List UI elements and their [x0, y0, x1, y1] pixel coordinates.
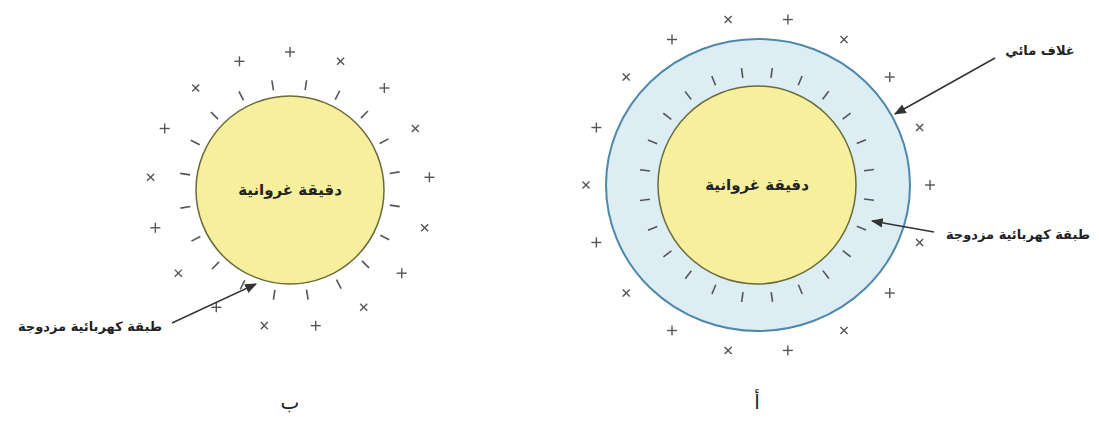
negative-charge — [648, 226, 657, 230]
positive-charge — [397, 268, 407, 278]
positive-charge — [418, 221, 432, 235]
water-shell — [606, 39, 910, 331]
negative-charge — [211, 112, 218, 119]
negative-charge — [361, 111, 368, 118]
positive-charge — [885, 72, 895, 82]
charges — [144, 12, 935, 357]
negative-charge — [640, 170, 650, 171]
positive-charge — [144, 170, 158, 184]
negative-charge — [798, 285, 802, 294]
positive-charge — [579, 178, 593, 192]
positive-charge — [150, 223, 160, 233]
positive-charge — [721, 12, 735, 26]
negative-charge — [239, 91, 244, 100]
negative-charge — [663, 251, 671, 257]
positive-charge — [591, 237, 601, 247]
positive-charge — [885, 288, 895, 298]
colloid-particle: دقيقة غروانية — [657, 85, 857, 285]
negative-charge — [857, 140, 866, 144]
positive-charge — [783, 15, 793, 25]
negative-charge — [180, 207, 190, 209]
negative-charge — [823, 91, 829, 99]
part-label: طبقة كهربائية مزدوجة — [946, 227, 1090, 242]
negative-charge — [272, 80, 274, 90]
positive-charge — [311, 321, 321, 331]
negative-charge — [191, 236, 200, 241]
part-label: غلاف مائي — [1005, 43, 1074, 58]
positive-charge — [913, 235, 927, 249]
negative-charge — [857, 226, 866, 230]
positive-charge — [721, 343, 735, 357]
negative-charge — [663, 113, 671, 119]
positive-charge — [379, 83, 389, 93]
negative-charge — [685, 91, 691, 99]
negative-charge — [742, 292, 743, 302]
figure-letter: أ — [754, 390, 760, 414]
negative-charge — [380, 235, 389, 239]
negative-charge — [240, 280, 244, 289]
positive-charge — [837, 323, 851, 337]
positive-charge — [160, 123, 170, 133]
positive-charge — [357, 300, 371, 314]
part-label: طبقة كهربائية مزدوجة — [18, 319, 162, 334]
positive-charge — [619, 70, 633, 84]
negative-charge — [843, 251, 851, 257]
positive-charge — [285, 47, 295, 57]
positive-charge — [171, 266, 185, 280]
positive-charge — [591, 123, 601, 133]
particle-label: دقيقة غروانية — [238, 181, 342, 199]
positive-charge — [234, 56, 244, 66]
positive-charge — [925, 180, 935, 190]
figure-letter: ب — [281, 390, 300, 414]
negative-charge — [305, 80, 306, 90]
negative-charge — [390, 205, 400, 206]
leader-line — [872, 221, 934, 232]
positive-charge — [189, 81, 203, 95]
positive-charge — [783, 345, 793, 355]
negative-charge — [273, 290, 274, 300]
positive-charge — [619, 286, 633, 300]
negative-charge — [180, 173, 190, 174]
negative-charge — [843, 113, 851, 119]
negative-charge — [685, 271, 691, 279]
leader-line — [172, 284, 256, 323]
positive-charge — [913, 120, 927, 134]
negative-charge — [771, 292, 772, 302]
negative-charge — [336, 280, 341, 289]
negative-charge — [362, 261, 369, 268]
negative-charge — [823, 271, 829, 279]
leader-line — [895, 58, 995, 114]
negative-charge — [741, 68, 742, 78]
colloid-particle: دقيقة غروانية — [195, 95, 385, 285]
negative-charge — [640, 199, 650, 200]
particle-label: دقيقة غروانية — [705, 176, 809, 194]
positive-charge — [257, 319, 271, 333]
negative-charge — [212, 262, 219, 269]
negative-charge — [864, 199, 874, 200]
negative-charge — [191, 140, 200, 144]
negative-charge — [712, 76, 716, 85]
positive-charge — [334, 54, 348, 68]
positive-charge — [667, 35, 677, 45]
negative-charge — [712, 285, 716, 294]
negative-charge — [864, 169, 874, 170]
negative-charge — [771, 68, 772, 78]
positive-charge — [408, 121, 422, 135]
negative-charge — [335, 91, 339, 100]
positive-charge — [837, 32, 851, 46]
positive-charge — [667, 325, 677, 335]
negative-charge — [798, 76, 802, 85]
negative-charge — [380, 139, 389, 144]
negative-charge — [648, 140, 657, 144]
negative-charge — [307, 290, 309, 300]
negative-charge — [390, 172, 400, 174]
positive-charge — [424, 172, 434, 182]
